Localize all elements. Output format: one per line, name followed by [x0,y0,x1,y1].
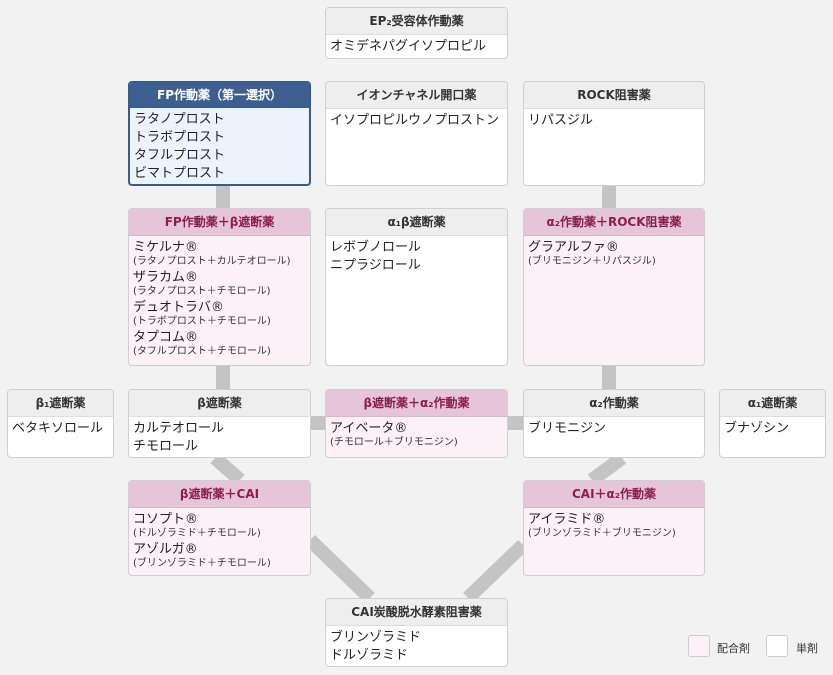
node-rock-inhibitor: ROCK阻害薬 リパスジル [523,81,705,186]
drug-name: カルテオロール [133,421,225,436]
drug-name: ラタノプロスト [134,112,225,127]
node-title: β遮断薬 [129,390,310,417]
drug-composition: (ラタノプロスト＋カルテオロール) [133,256,291,267]
node-alpha1-beta-blocker: α₁β遮断薬 レボブノロール ニプラジロール [325,208,508,366]
node-beta-cai-combo: β遮断薬＋CAI コソプト® (ドルゾラミド＋チモロール) アゾルガ® (ブリン… [128,480,311,576]
drug-name: ニプラジロール [330,258,421,273]
node-title: α₁β遮断薬 [326,209,507,236]
node-title: イオンチャネル開口薬 [326,82,507,109]
drug-composition: (ブリンゾラミド＋チモロール) [133,558,271,569]
drug-composition: (ラタノプロスト＋チモロール) [133,286,271,297]
drug-name: トラボプロスト [134,130,226,145]
drug-name: チモロール [133,439,199,454]
node-title: α₁遮断薬 [720,390,825,417]
drug-composition: (ドルゾラミド＋チモロール) [133,528,261,539]
node-ep2-agonist: EP₂受容体作動薬 オミデネパグイソプロピル [325,7,508,59]
node-title: CAI＋α₂作動薬 [524,481,704,508]
node-carbonic-anhydrase-inhibitor: CAI炭酸脱水酵素阻害薬 ブリンゾラミド ドルゾラミド [325,598,508,667]
node-fp-beta-combo: FP作動薬＋β遮断薬 ミケルナ® (ラタノプロスト＋カルテオロール) ザラカム®… [128,208,311,366]
link-beta-cai-to-cai [305,534,375,604]
drug-composition: (ブリモニジン＋リパスジル) [528,256,656,267]
drug-name: ミケルナ® [133,240,199,255]
node-title: EP₂受容体作動薬 [326,8,507,35]
node-title: β遮断薬＋α₂作動薬 [326,390,507,417]
legend-combo-swatch [688,635,710,657]
link-a2-to-cai-a2 [587,452,627,486]
legend-single-label: 単剤 [796,642,818,655]
drug-composition: (ブリンゾラミド＋ブリモニジン) [528,528,676,539]
node-title: CAI炭酸脱水酵素阻害薬 [326,599,507,626]
drug-name: ブナゾシン [724,421,790,436]
node-alpha2-rock-combo: α₂作動薬＋ROCK阻害薬 グラアルファ® (ブリモニジン＋リパスジル) [523,208,705,366]
node-ion-channel-opener: イオンチャネル開口薬 イソプロピルウノプロストン [325,81,508,186]
drug-name: レボブノロール [330,240,422,255]
drug-name: イソプロピルウノプロストン [330,113,500,128]
drug-name: アゾルガ® [133,542,198,557]
node-title: ROCK阻害薬 [524,82,704,109]
link-beta-to-beta-cai [210,452,245,486]
drug-name: オミデネパグイソプロピル [330,39,487,54]
drug-name: タプコム® [133,330,199,345]
drug-name: アイベータ® [330,421,408,436]
node-beta-blocker: β遮断薬 カルテオロール チモロール [128,389,311,458]
drug-name: ブリモニジン [528,421,607,436]
node-title: β遮断薬＋CAI [129,481,310,508]
drug-name: コソプト® [133,512,199,527]
drug-name: タフルプロスト [134,148,226,163]
drug-composition: (トラボプロスト＋チモロール) [133,316,271,327]
drug-name: ブリンゾラミド [330,630,422,645]
drug-name: ザラカム® [133,270,199,285]
node-title: α₂作動薬 [524,390,704,417]
node-alpha2-agonist: α₂作動薬 ブリモニジン [523,389,705,458]
drug-name: アイラミド® [528,512,606,527]
node-title: α₂作動薬＋ROCK阻害薬 [524,209,704,236]
node-alpha1-blocker: α₁遮断薬 ブナゾシン [719,389,826,458]
drug-name: ベタキソロール [12,421,104,436]
drug-name: デュオトラバ® [133,300,224,315]
link-cai-a2-to-cai [463,539,528,604]
node-cai-alpha2-combo: CAI＋α₂作動薬 アイラミド® (ブリンゾラミド＋ブリモニジン) [523,480,705,576]
drug-name: グラアルファ® [528,240,619,255]
node-fp-agonist: FP作動薬（第一選択） ラタノプロスト トラボプロスト タフルプロスト ビマトプ… [128,81,311,186]
drug-name: リパスジル [528,113,594,128]
drug-composition: (チモロール＋ブリモニジン) [330,437,458,448]
node-title: FP作動薬＋β遮断薬 [129,209,310,236]
drug-composition: (タフルプロスト＋チモロール) [133,346,271,357]
drug-name: ビマトプロスト [134,166,226,181]
node-title: β₁遮断薬 [8,390,113,417]
legend-combo-label: 配合剤 [717,642,750,655]
node-beta-alpha2-combo: β遮断薬＋α₂作動薬 アイベータ® (チモロール＋ブリモニジン) [325,389,508,458]
drug-name: ドルゾラミド [330,648,409,663]
node-beta1-blocker: β₁遮断薬 ベタキソロール [7,389,114,458]
legend-single-swatch [766,635,788,657]
node-title: FP作動薬（第一選択） [130,83,309,108]
